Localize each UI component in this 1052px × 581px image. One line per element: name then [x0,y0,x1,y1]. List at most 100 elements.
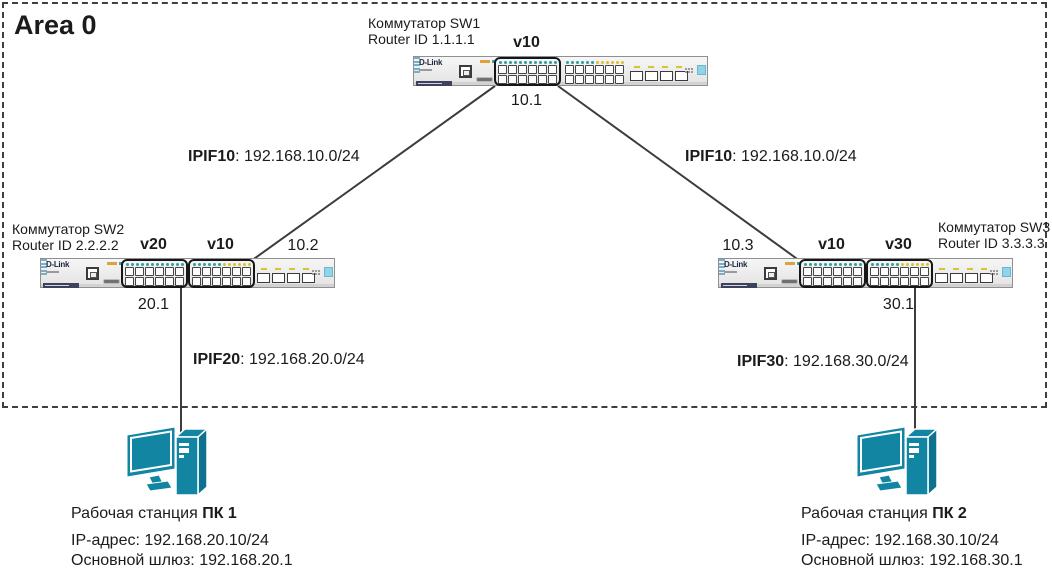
pc2-title-prefix: Рабочая станция [801,505,933,522]
pc1-ip: IP-адрес: 192.168.20.10/24 [71,532,269,549]
switch-port [528,65,537,74]
switch-port [890,277,899,286]
sfp-slot [660,71,673,81]
switch-port [155,277,164,286]
port-group-2 [561,57,628,86]
port-led [849,263,852,266]
port-group-1 [494,57,561,86]
sfp-slots [257,273,315,283]
switch-port [605,75,614,84]
port-grid [498,65,558,84]
switch-port [165,267,174,276]
port-led [814,263,817,266]
monitor-base [145,480,173,492]
sfp-led-row [939,268,987,270]
port-led-row [871,263,929,266]
pc1-title: Рабочая станция ПК 1 [71,505,293,523]
port-led [926,263,929,266]
port-led [916,263,919,266]
port-led [176,263,179,266]
tower-bay-2 [909,448,919,453]
port-led [549,61,552,64]
dlink-logo: D-Link [46,260,70,269]
switch-port [498,75,507,84]
tower-button [179,455,184,458]
pc2-title: Рабочая станция ПК 2 [801,505,1023,523]
model-label-strip [721,283,757,288]
sfp-slot [302,273,315,283]
port-led [213,263,216,266]
sw2-iface-bottom-label: 20.1 [137,296,170,313]
sfp-slot [272,273,285,283]
status-led [719,269,725,272]
sw3-title: Коммутатор SW3 [938,219,1051,235]
switch-port [615,65,624,74]
console-port [764,267,777,280]
switch-port [508,75,517,84]
switch-port [803,267,812,276]
port-led [601,61,604,64]
sfp-led [634,66,640,68]
grid-led [688,68,690,70]
port-grid [192,267,252,286]
switch-port [920,277,929,286]
switch-port [900,277,909,286]
sfp-slot [645,71,658,81]
tower-bay-2 [179,448,189,453]
dlink-sub-text [46,271,59,273]
switch-port [508,65,517,74]
model-badge [480,60,490,63]
sw2-router-id: Router ID 2.2.2.2 [12,237,119,253]
sw1-title: Коммутатор SW1 [368,15,481,31]
switch-port [202,267,211,276]
port-led [896,263,899,266]
port-led [911,263,914,266]
port-led [824,263,827,266]
sfp-slots [935,273,993,283]
port-led-row [566,61,624,64]
switch-port [615,75,624,84]
switch-port [242,267,251,276]
status-led [719,273,725,275]
pc1-name: ПК 1 [202,505,237,522]
port-led [906,263,909,266]
switch-port [518,65,527,74]
port-led [581,61,584,64]
mode-indicator [697,65,706,75]
link-label-sw1-sw2: IPIF10: 192.168.10.0/24 [188,148,360,166]
sfp-led [981,268,987,270]
tower-bay-1 [179,443,189,446]
grid-led [318,273,320,275]
port-led [804,263,807,266]
dlink-sub-text [724,271,737,273]
ipif-subnet: : 192.168.20.0/24 [240,351,365,368]
tower-bay-1 [909,443,919,446]
switch-port [813,277,822,286]
port-led [136,263,139,266]
port-led [146,263,149,266]
switch-port [880,267,889,276]
switch-port [575,65,584,74]
status-led [414,64,420,66]
sw1-vlan-label: v10 [513,34,540,51]
status-led [41,273,47,275]
switch-port [595,75,604,84]
switch-port [870,267,879,276]
port-led [141,263,144,266]
pc2-icon [856,424,939,505]
port-led [809,263,812,266]
status-led [41,266,47,268]
switch-port [920,267,929,276]
sfp-led-row [634,66,682,68]
status-led [41,269,47,272]
port-led [504,61,507,64]
tower-button [909,455,914,458]
sfp-slot [935,273,948,283]
switch-port [212,267,221,276]
port-group-2 [188,259,255,288]
monitor-bezel [126,426,176,478]
switch-port [803,277,812,286]
sw3-vlan-left-label: v10 [818,236,845,253]
model-label-strip [43,283,79,288]
